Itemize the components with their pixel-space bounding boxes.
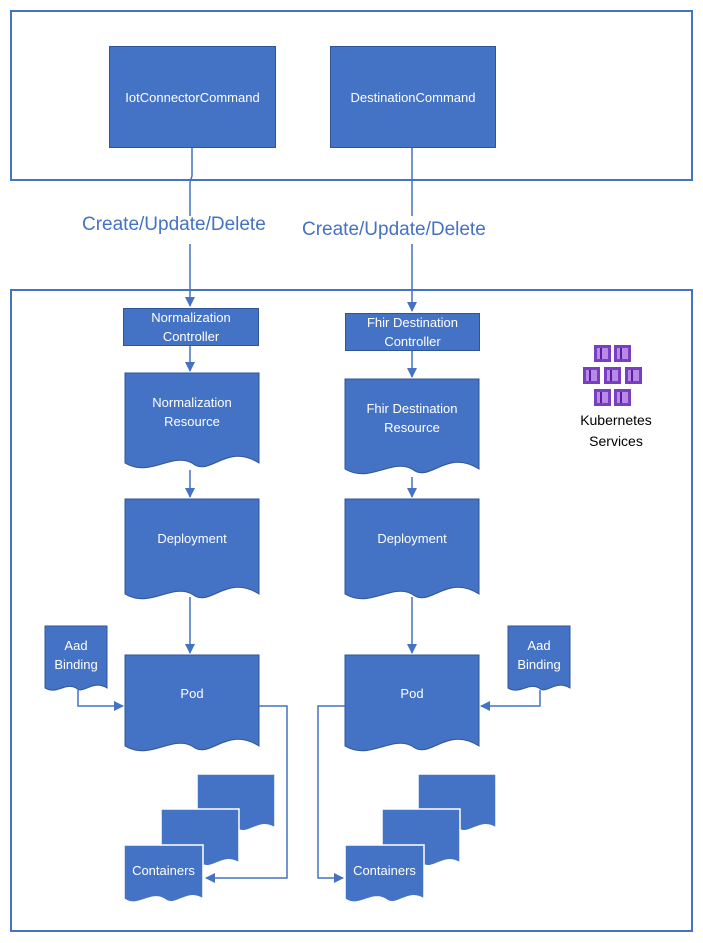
left-containers-label: Containers bbox=[132, 863, 195, 878]
kubernetes-services-icon bbox=[583, 345, 642, 406]
right-deployment-label: Deployment bbox=[377, 531, 447, 546]
left-deployment-shape bbox=[124, 498, 260, 600]
right-aad-binding-label-line2: Binding bbox=[517, 657, 561, 672]
right-container-shape-front bbox=[344, 844, 425, 903]
right-aad-binding-label: Aad Binding bbox=[508, 636, 570, 674]
kubernetes-cube-5 bbox=[625, 367, 642, 384]
iot-connector-command-label: IotConnectorCommand bbox=[125, 89, 260, 105]
kubernetes-cube-4 bbox=[604, 367, 621, 384]
right-aad-binding-label-line1: Aad bbox=[527, 638, 551, 653]
normalization-controller-box: Normalization Controller bbox=[123, 308, 259, 346]
cluster-frame bbox=[10, 289, 693, 932]
right-pod-label: Pod bbox=[400, 686, 424, 701]
fhir-resource-label-line2: Resource bbox=[384, 420, 440, 435]
left-container-shape-front bbox=[123, 844, 204, 903]
command-frame bbox=[10, 10, 693, 181]
kubernetes-cube-1 bbox=[594, 345, 611, 362]
normalization-resource-label: Normalization Resource bbox=[125, 393, 259, 431]
fhir-controller-label-line2: Controller bbox=[384, 334, 441, 349]
left-edge-label: Create/Update/Delete bbox=[82, 214, 266, 235]
left-aad-binding-label: Aad Binding bbox=[45, 636, 107, 674]
kubernetes-services-label: Kubernetes Services bbox=[566, 410, 666, 452]
normalization-controller-label-line1: Normalization bbox=[151, 310, 231, 325]
destination-command-label: DestinationCommand bbox=[350, 89, 476, 105]
edge-left-aad-binding-to-pod bbox=[77, 690, 124, 711]
iot-connector-command-box: IotConnectorCommand bbox=[109, 46, 276, 148]
kubernetes-label-line2: Services bbox=[589, 433, 643, 449]
normalization-resource-label-line1: Normalization bbox=[152, 395, 232, 410]
normalization-controller-label-line2: Controller bbox=[162, 329, 220, 344]
left-aad-binding-label-line2: Binding bbox=[54, 657, 98, 672]
edge-iot-to-normalization-controller bbox=[189, 148, 193, 216]
fhir-resource-label: Fhir Destination Resource bbox=[345, 399, 479, 437]
fhir-resource-shape bbox=[344, 378, 480, 475]
fhir-destination-controller-box: Fhir Destination Controller bbox=[345, 313, 480, 351]
kubernetes-cube-7 bbox=[614, 389, 631, 406]
kubernetes-cube-6 bbox=[594, 389, 611, 406]
normalization-resource-label-line2: Resource bbox=[164, 414, 220, 429]
right-pod-shape bbox=[344, 654, 480, 752]
left-deployment-label: Deployment bbox=[157, 531, 227, 546]
left-pod-label: Pod bbox=[180, 686, 204, 701]
left-aad-binding-shape bbox=[44, 625, 108, 691]
right-edge-label: Create/Update/Delete bbox=[302, 219, 486, 240]
edge-right-aad-binding-to-pod bbox=[480, 690, 541, 711]
kubernetes-cube-2 bbox=[614, 345, 631, 362]
kubernetes-label-line1: Kubernetes bbox=[580, 412, 652, 428]
right-containers-label: Containers bbox=[353, 863, 416, 878]
fhir-resource-label-line1: Fhir Destination bbox=[366, 401, 458, 416]
fhir-controller-label-line1: Fhir Destination bbox=[366, 315, 459, 330]
edge-left-pod-to-containers bbox=[205, 705, 288, 883]
edge-right-pod-to-containers bbox=[317, 705, 345, 883]
destination-command-box: DestinationCommand bbox=[330, 46, 496, 148]
kubernetes-cube-3 bbox=[583, 367, 600, 384]
right-deployment-shape bbox=[344, 498, 480, 600]
left-pod-shape bbox=[124, 654, 260, 752]
left-aad-binding-label-line1: Aad bbox=[64, 638, 88, 653]
normalization-resource-shape bbox=[124, 372, 260, 469]
right-aad-binding-shape bbox=[507, 625, 571, 691]
